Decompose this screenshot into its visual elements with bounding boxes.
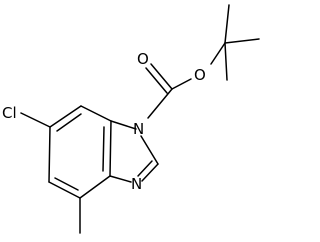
n3-label: N	[131, 175, 142, 193]
carbonyl-n-bond	[147, 88, 173, 119]
carbonyl-double-bond-a	[150, 63, 173, 90]
inner-double-bond-3	[56, 113, 82, 132]
tert-butyl-group	[210, 4, 260, 81]
methyl-bond-bottom	[224, 42, 228, 81]
c7a-c3a-bond	[109, 120, 112, 177]
inner-double-bond-2	[54, 177, 79, 191]
n1-c2-bond	[140, 135, 159, 165]
ester-o-carbonyl-bond	[171, 78, 192, 90]
imidazole-ring	[109, 120, 159, 183]
tbutyl-o-bond	[210, 42, 226, 65]
c2-n3-double-bond-a	[141, 163, 159, 182]
carbonyl-oxygen-label: O	[137, 50, 149, 68]
chemical-structure-diagram: Cl N N O O	[2, 4, 260, 234]
c4-c5-bond	[48, 181, 81, 199]
c5-c6-bond	[48, 126, 51, 183]
inner-double-bond-1	[102, 126, 105, 172]
c3a-c4-bond	[79, 175, 111, 199]
methyl-bond-right	[224, 38, 260, 44]
carbamate-group	[145, 63, 192, 119]
c2-n3-double-bond-b	[137, 160, 153, 177]
benzene-ring	[48, 105, 112, 199]
methyl-bond-top	[224, 4, 230, 44]
ester-oxygen-label: O	[194, 66, 206, 84]
n1-label: N	[133, 120, 144, 138]
c6-c7-bond	[49, 105, 82, 128]
chloro-bond	[20, 112, 51, 128]
c7-c7a-bond	[80, 105, 112, 122]
carbonyl-double-bond-b	[145, 67, 168, 94]
chlorine-label: Cl	[2, 104, 17, 122]
n1-c7a-bond	[110, 120, 137, 130]
n3-c3a-bond	[109, 175, 132, 183]
